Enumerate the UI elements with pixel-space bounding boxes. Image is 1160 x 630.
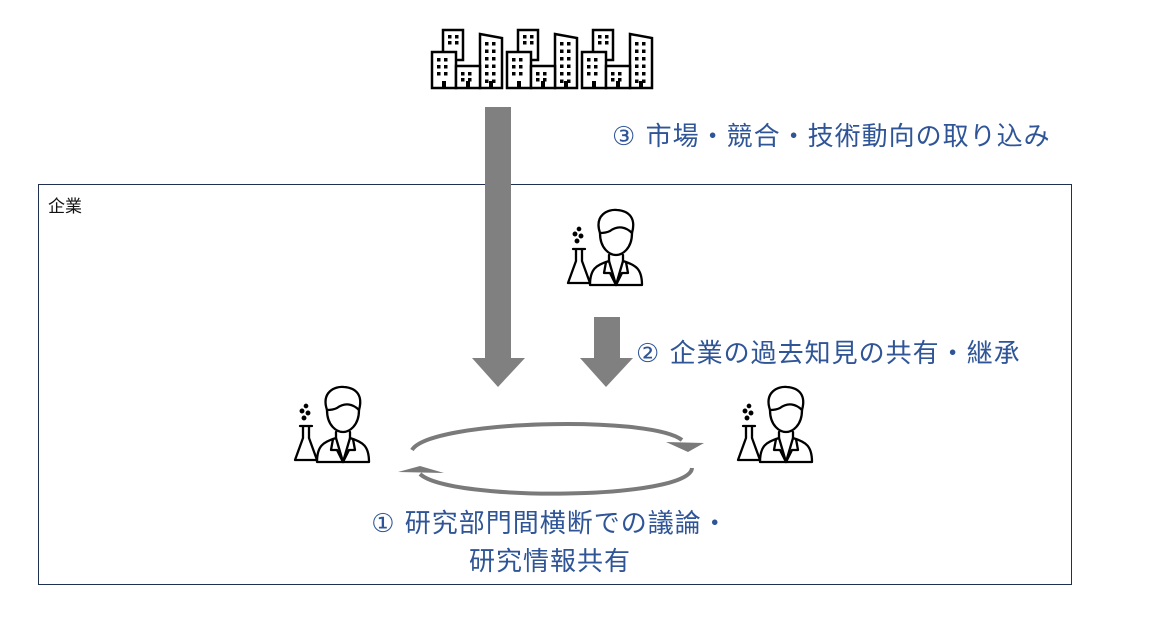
cross-department-label-line2: 研究情報共有 xyxy=(468,547,631,577)
knowledge-sharing-arrow xyxy=(580,317,633,387)
company-label: 企業 xyxy=(48,197,82,217)
discussion-cycle-arrows xyxy=(398,422,704,496)
cycle-arrow-top xyxy=(410,422,684,452)
cross-department-label-line1: ① 研究部門間横断での議論・ xyxy=(371,509,729,539)
market-intake-label: ③ 市場・競合・技術動向の取り込み xyxy=(612,122,1051,152)
scientist-icon xyxy=(566,208,644,287)
scientist-icon xyxy=(293,385,371,464)
cycle-arrowhead-right xyxy=(666,442,704,452)
cycle-arrow-bottom xyxy=(418,467,694,496)
cycle-arrowhead-left xyxy=(398,466,444,473)
scientist-icon xyxy=(736,385,814,464)
market-intake-arrow xyxy=(472,107,525,387)
company-box xyxy=(38,184,1072,585)
knowledge-sharing-label: ② 企業の過去知見の共有・継承 xyxy=(636,339,1021,369)
city-buildings-icon xyxy=(430,28,654,90)
cross-department-label: ① 研究部門間横断での議論・ 研究情報共有 xyxy=(350,505,750,581)
